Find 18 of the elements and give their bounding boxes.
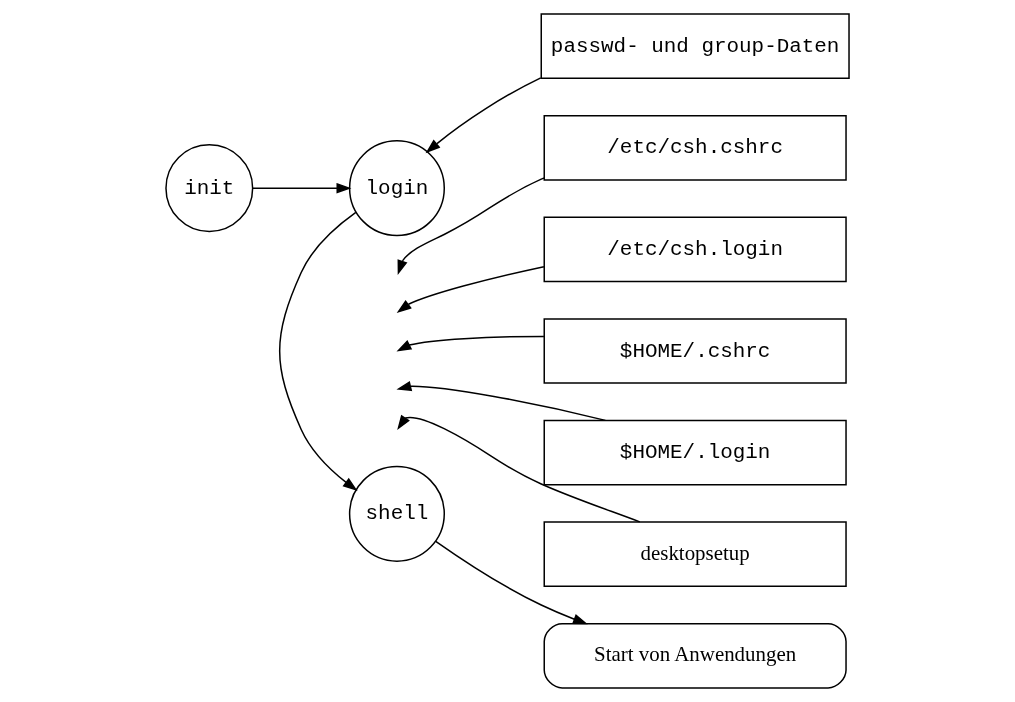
arrow [397,177,545,275]
node-box: /etc/csh.login [543,216,847,283]
arrow [278,211,358,491]
node-box: passwd- und group-Daten [540,13,850,80]
node-box: /etc/csh.cshrc [543,114,847,181]
node-circle: init [165,144,254,233]
node-circle: shell [348,465,445,562]
node-box: $HOME/.cshrc [543,318,847,384]
arrow [251,182,352,194]
node-box: desktopsetup [543,521,847,588]
arrow [425,77,542,154]
arrow [396,381,607,422]
arrow [396,335,545,352]
node-box: $HOME/.login [543,419,847,486]
arrow [396,265,545,314]
node-box: Start von Anwendungen [543,622,847,689]
arrow [397,414,641,523]
arrow [435,540,588,625]
